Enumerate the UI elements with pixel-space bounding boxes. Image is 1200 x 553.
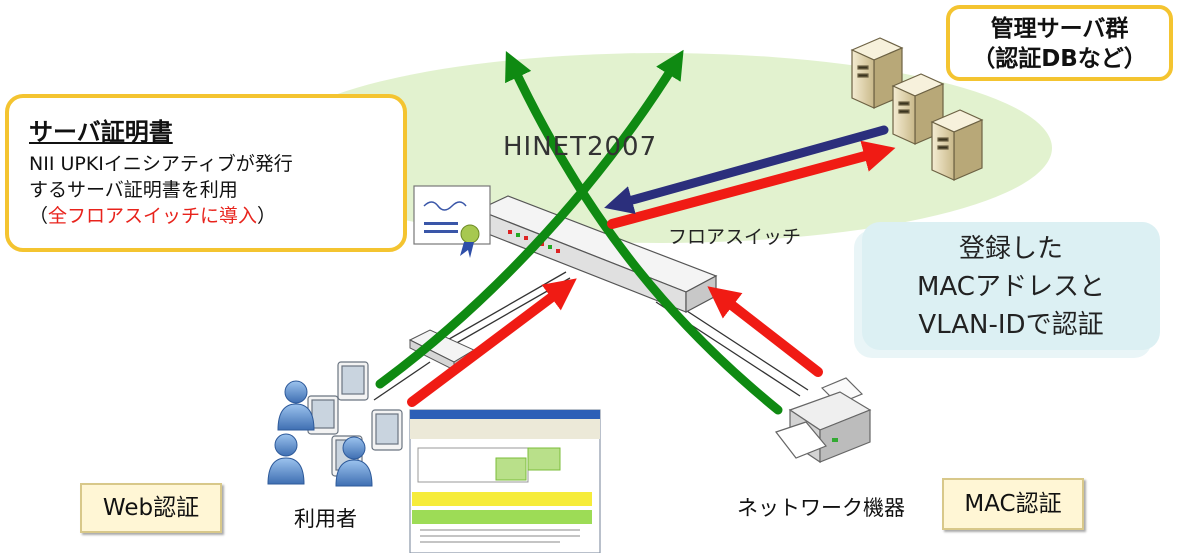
web-auth-label: Web認証 — [80, 483, 222, 533]
floor-switch-icon — [476, 195, 718, 313]
red-arrow-web — [407, 278, 577, 407]
navy-arrow-from-server — [604, 125, 889, 215]
certificate-line-3: （全フロアスイッチに導入） — [29, 203, 387, 229]
certificate-icon — [413, 185, 491, 258]
certificate-title: サーバ証明書 — [29, 118, 173, 146]
paren-open: （ — [29, 205, 49, 227]
admin-server-box: 管理サーバ群 （認証DBなど） — [946, 5, 1173, 81]
paren-close: ） — [257, 205, 277, 227]
red-arrow-mac — [707, 286, 823, 377]
red-arrow-to-server — [607, 140, 896, 229]
certificate-line-1: NII UPKIイニシアティブが発行 — [29, 153, 293, 175]
network-name-label: HINET2007 — [503, 132, 658, 162]
callout-line-1: 登録した — [958, 234, 1063, 264]
server-group-icon — [850, 37, 984, 181]
green-arrow-mac — [505, 50, 783, 415]
users-label: 利用者 — [294, 507, 357, 531]
users-icon — [267, 361, 403, 487]
web-auth-page-screenshot — [409, 409, 601, 553]
printer-icon — [775, 377, 872, 464]
network-device-label: ネットワーク機器 — [737, 496, 905, 520]
certificate-install-note: 全フロアスイッチに導入 — [48, 205, 258, 227]
green-arrow-web — [375, 49, 684, 389]
certificate-line-2: するサーバ証明書を利用 — [29, 179, 238, 201]
floor-switch-label: フロアスイッチ — [668, 226, 802, 248]
mac-auth-callout: 登録した MACアドレスと VLAN-IDで認証 — [862, 222, 1160, 350]
server-certificate-box: サーバ証明書 NII UPKIイニシアティブが発行 するサーバ証明書を利用 （全… — [5, 94, 407, 252]
callout-line-3: VLAN-IDで認証 — [918, 310, 1104, 340]
mac-auth-label: MAC認証 — [942, 478, 1084, 530]
callout-line-2: MACアドレスと — [917, 272, 1105, 302]
admin-server-title: 管理サーバ群 — [990, 16, 1129, 42]
admin-server-subtitle: （認証DBなど） — [972, 46, 1147, 72]
